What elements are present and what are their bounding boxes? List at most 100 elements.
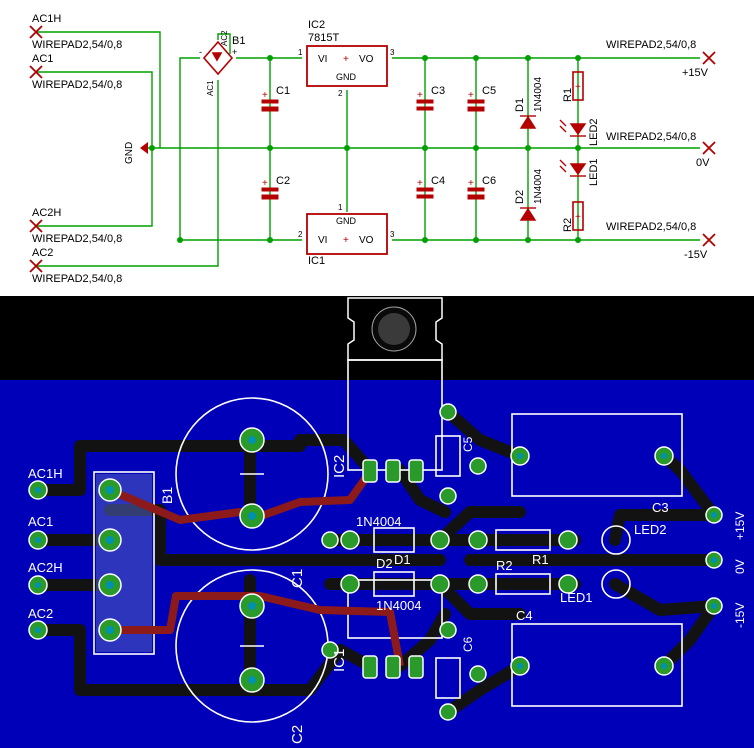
sch-r1-label: R1 [562, 88, 574, 102]
sch-d2-name: D2 [514, 190, 526, 204]
pcb-ac2h-label: AC2H [28, 560, 63, 575]
sch-r2-label: R2 [562, 218, 574, 232]
sch-ic2-value: 7815T [308, 32, 339, 44]
sch-ac1h-name: AC1H [32, 13, 61, 25]
sch-ic1-pin1: 1 [338, 203, 343, 212]
sch-ac2-value: WIREPAD2,54/0,8 [32, 273, 122, 285]
sch-ic1-name: IC1 [308, 255, 325, 267]
ic1-box [306, 213, 388, 255]
pcb-d2-value: 1N4004 [376, 598, 422, 613]
pcb-r1-label: R1 [532, 552, 549, 567]
sch-b1-pin-ac1: AC1 [206, 80, 215, 96]
sch-c6-label: C6 [482, 175, 496, 187]
pcb-c3-label: C3 [652, 500, 669, 515]
sch-gnd-label: GND [124, 142, 135, 164]
sch-d1-value: 1N4004 [533, 77, 544, 112]
pcb-c5-label: C5 [461, 436, 475, 452]
sch-ic1-vi: VI [318, 235, 327, 246]
pcb-c6-label: C6 [461, 636, 475, 652]
sch-ic1-gnd: GND [336, 216, 357, 226]
pcb-ac2-label: AC2 [28, 606, 53, 621]
sch-ic1-plus: + [343, 235, 349, 246]
pcb-led2-label: LED2 [634, 522, 667, 537]
sch-b1-name: B1 [232, 35, 245, 47]
sch-0v-name: 0V [696, 157, 710, 169]
sch-ic2-pin1: 1 [298, 48, 303, 57]
sch-ic2-gnd: GND [336, 72, 357, 82]
bridge-b1-symbol [202, 40, 234, 76]
pcb-layout: AC1H AC1 AC2H AC2 B1 IC2 IC1 C1 C2 C3 C4… [0, 296, 754, 748]
sch-ac1-name: AC1 [32, 53, 53, 65]
sch-c4-label: C4 [431, 175, 445, 187]
schematic-pad-marks [29, 25, 716, 273]
sch-ac2h-value: WIREPAD2,54/0,8 [32, 233, 122, 245]
regulator-heatsink [347, 297, 443, 361]
pcb-c2-label: C2 [289, 725, 306, 744]
pcb-axial-parts [373, 435, 631, 699]
sch-ac1-value: WIREPAD2,54/0,8 [32, 79, 122, 91]
sch-c3-label: C3 [431, 85, 445, 97]
sch-ac2-name: AC2 [32, 247, 53, 259]
sch-ic2-pin2: 2 [338, 89, 343, 98]
sch-d2-value: 1N4004 [533, 169, 544, 204]
sch-c1-label: C1 [276, 85, 290, 97]
sch-c1-plus: + [262, 90, 268, 101]
sch-ic1-pin3: 3 [390, 230, 395, 239]
pcb-b1-label: B1 [159, 487, 175, 504]
gnd-symbol [140, 142, 148, 154]
sch-b1-pin-ac2: AC2 [220, 30, 229, 46]
pcb-d2-label: D2 [376, 556, 393, 571]
schematic-leds [559, 119, 587, 177]
pcb-r2-label: R2 [496, 558, 513, 573]
sch-b1-pin-plus: + [232, 47, 237, 57]
pcb-ac1-label: AC1 [28, 514, 53, 529]
pcb-drills [35, 436, 717, 684]
sch-ic1-pin2: 2 [298, 230, 303, 239]
pcb-m15-label: -15V [733, 603, 747, 628]
sch-c6-plus: + [468, 178, 474, 189]
sch-ic2-pin3: 3 [390, 48, 395, 57]
pcb-ic2-label: IC2 [331, 455, 348, 478]
sch-c4-plus: + [417, 178, 423, 189]
schematic-resistors [572, 71, 584, 231]
ic2-box [306, 45, 388, 87]
sch-r2-plus: + [575, 212, 581, 223]
schematic-capacitors [261, 99, 485, 200]
sch-p15-value: WIREPAD2,54/0,8 [606, 39, 696, 51]
pcb-d1-label: D1 [394, 552, 411, 567]
sch-c2-plus: + [262, 178, 268, 189]
pcb-ic1-label: IC1 [331, 649, 348, 672]
sch-m15-name: -15V [684, 249, 708, 261]
sch-m15-value: WIREPAD2,54/0,8 [606, 221, 696, 233]
sch-ic2-name: IC2 [308, 19, 325, 31]
sch-0v-value: WIREPAD2,54/0,8 [606, 131, 696, 143]
schematic-diodes [519, 115, 537, 221]
pcb-led1-label: LED1 [560, 590, 593, 605]
sch-r1-plus: + [575, 82, 581, 93]
sch-ic2-vi: VI [318, 54, 327, 65]
sch-ac2h-name: AC2H [32, 207, 61, 219]
pcb-p15-label: +15V [733, 512, 747, 540]
sch-c3-plus: + [417, 90, 423, 101]
pcb-c4-label: C4 [516, 608, 533, 623]
sch-c2-label: C2 [276, 175, 290, 187]
sch-ic1-vo: VO [359, 235, 374, 246]
pcb-0v-label: 0V [733, 559, 747, 574]
schematic: AC1H WIREPAD2,54/0,8 AC1 WIREPAD2,54/0,8… [0, 0, 754, 296]
sch-c5-label: C5 [482, 85, 496, 97]
pcb-bottom-traces [32, 406, 720, 718]
sch-ic2-vo: VO [359, 54, 374, 65]
sch-led2-label: LED2 [588, 118, 600, 146]
sch-b1-pin-minus: - [199, 47, 202, 57]
pcb-ac1h-label: AC1H [28, 466, 63, 481]
sch-led1-label: LED1 [588, 158, 600, 186]
sch-ic2-plus: + [343, 54, 349, 65]
sch-p15-name: +15V [682, 67, 709, 79]
pcb-d1-value: 1N4004 [356, 514, 402, 529]
sch-c5-plus: + [468, 90, 474, 101]
sch-d1-name: D1 [514, 98, 526, 112]
sch-ac1h-value: WIREPAD2,54/0,8 [32, 39, 122, 51]
schematic-junctions [149, 55, 581, 243]
pcb-c1-label: C1 [289, 569, 306, 588]
